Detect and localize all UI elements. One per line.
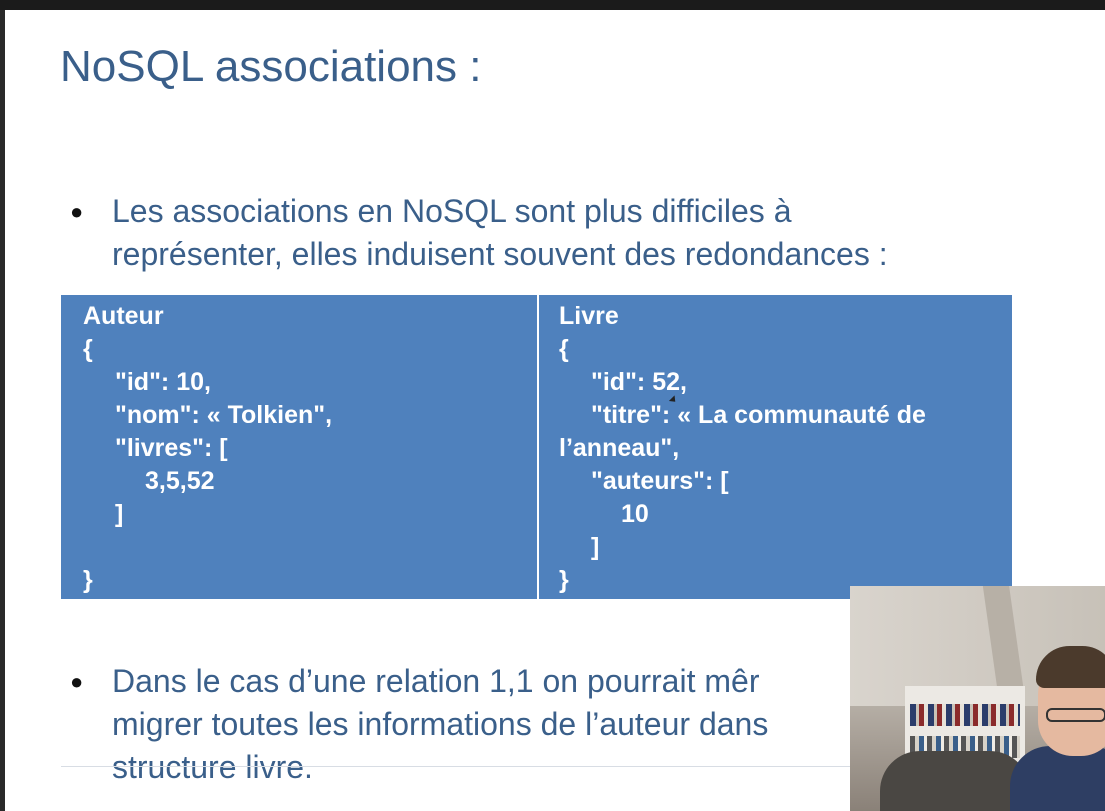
top-bar xyxy=(0,0,1105,10)
webcam-books xyxy=(910,704,1020,726)
json-line: "id": 52, xyxy=(591,368,687,396)
bullet-text-line: Dans le cas d’une relation 1,1 on pourra… xyxy=(112,663,760,699)
table-header-livre: Livre xyxy=(559,302,619,330)
json-line: ] xyxy=(115,500,124,528)
webcam-overlay xyxy=(850,586,1105,811)
table-header-auteur: Auteur xyxy=(83,302,164,330)
bullet-text-line: représenter, elles induisent souvent des… xyxy=(112,236,888,272)
json-line: ] xyxy=(591,533,600,561)
bullet-relation: ● Dans le cas d’une relation 1,1 on pour… xyxy=(70,660,1032,789)
webcam-person-hair xyxy=(1036,646,1105,688)
bullet-associations: ● Les associations en NoSQL sont plus di… xyxy=(70,190,1032,276)
json-brace: { xyxy=(83,335,93,363)
json-line xyxy=(83,531,537,564)
bullet-text-line: structure livre. xyxy=(112,749,313,785)
window-edge xyxy=(0,10,5,811)
json-line: "livres": [ xyxy=(115,434,228,462)
json-brace: { xyxy=(559,335,569,363)
json-line: "nom": « Tolkien", xyxy=(115,401,333,429)
json-brace: } xyxy=(83,566,93,594)
json-line: "auteurs": [ xyxy=(591,467,729,495)
slide-title: NoSQL associations : xyxy=(60,42,482,91)
slide-divider xyxy=(61,766,861,767)
json-line: 3,5,52 xyxy=(145,467,215,495)
bullet-dot: ● xyxy=(70,199,84,224)
bullet-text-line: Les associations en NoSQL sont plus diff… xyxy=(112,193,792,229)
json-comparison-table: Auteur { "id": 10, "nom": « Tolkien", "l… xyxy=(61,295,1012,599)
json-line: l’anneau", xyxy=(559,434,680,462)
bullet-text-line: migrer toutes les informations de l’aute… xyxy=(112,706,769,742)
webcam-person-body xyxy=(1010,746,1105,811)
table-column-auteur: Auteur { "id": 10, "nom": « Tolkien", "l… xyxy=(61,295,537,599)
webcam-chair xyxy=(880,751,1030,811)
webcam-person-glasses xyxy=(1046,708,1105,722)
json-line: "id": 10, xyxy=(115,368,211,396)
table-column-livre: Livre { "id": 52, "titre": « La communau… xyxy=(539,295,1012,599)
table-divider xyxy=(537,295,539,599)
json-line: 10 xyxy=(621,500,649,528)
bullet-dot: ● xyxy=(70,669,84,694)
json-brace: } xyxy=(559,566,569,594)
json-line: "titre": « La communauté de xyxy=(591,401,926,429)
